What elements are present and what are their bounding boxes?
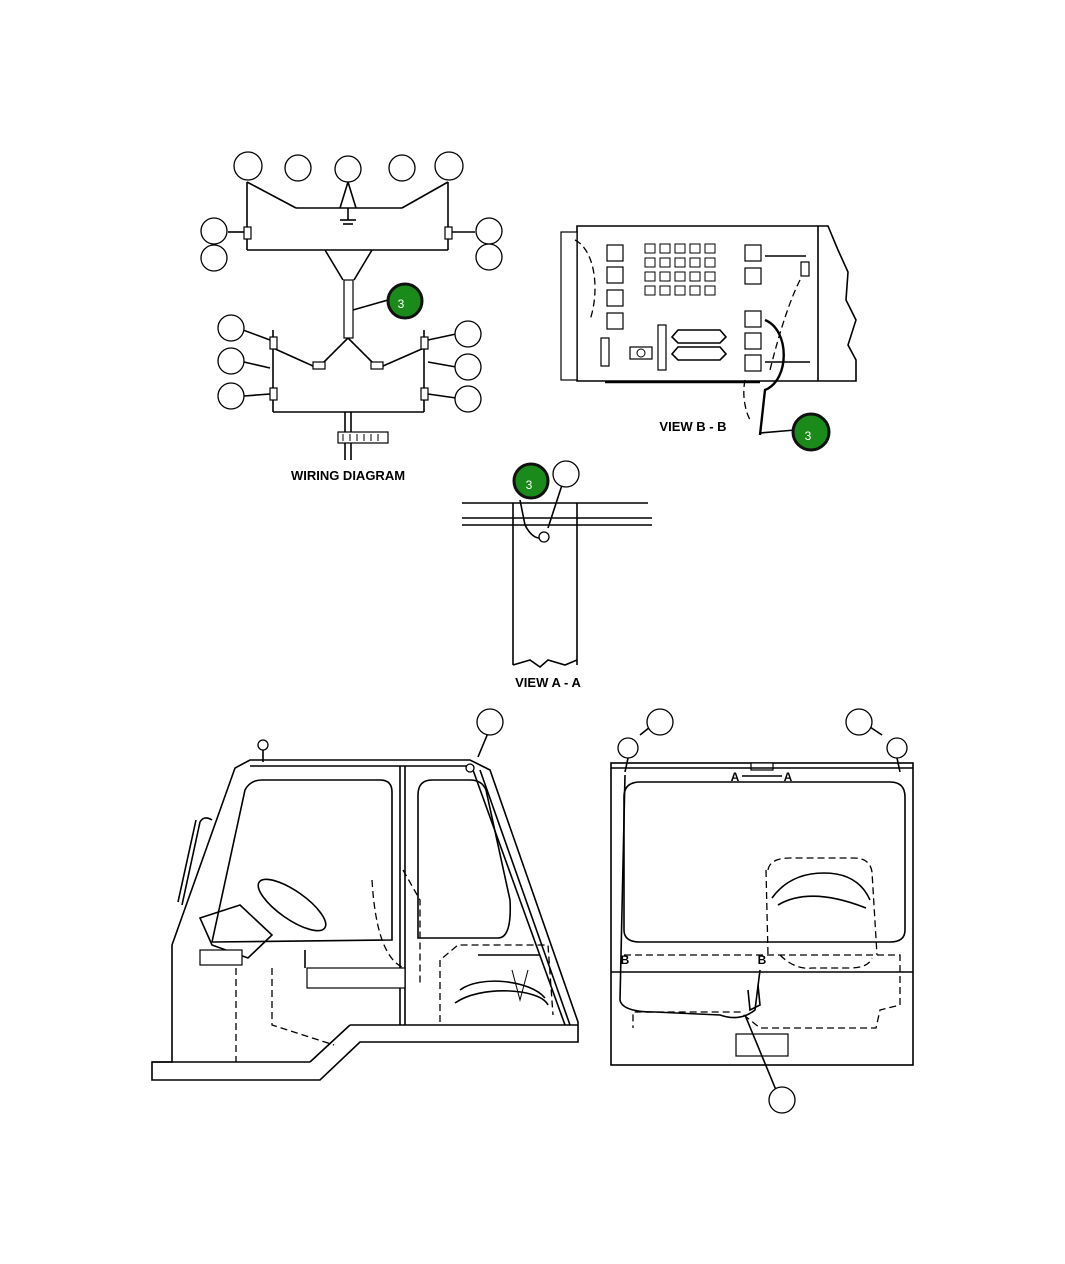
cab-rear-view: A A B B: [610, 708, 914, 1114]
cab-side-view: [151, 708, 579, 1081]
wiring-diagram: 3 WIRING DIAGRAM: [200, 151, 503, 483]
callout-3-view-b: [791, 412, 831, 452]
section-b-right: B: [758, 953, 767, 967]
section-a-right: A: [784, 770, 793, 784]
wiring-diagram-caption: WIRING DIAGRAM: [291, 468, 405, 483]
section-a-left: A: [731, 770, 740, 784]
section-b-left: B: [621, 953, 630, 967]
callout-3-view-b-label: 3: [805, 429, 812, 443]
callout-3-view-a: [512, 462, 550, 500]
view-a-caption: VIEW A - A: [515, 675, 581, 690]
callout-3-wiring: [386, 282, 424, 320]
view-b-b: 3 VIEW B - B: [560, 225, 857, 452]
view-a-a: 3 VIEW A - A: [462, 460, 652, 690]
view-b-caption: VIEW B - B: [659, 419, 726, 434]
callout-3-view-a-label: 3: [526, 478, 533, 492]
callout-3-wiring-label: 3: [398, 297, 405, 311]
